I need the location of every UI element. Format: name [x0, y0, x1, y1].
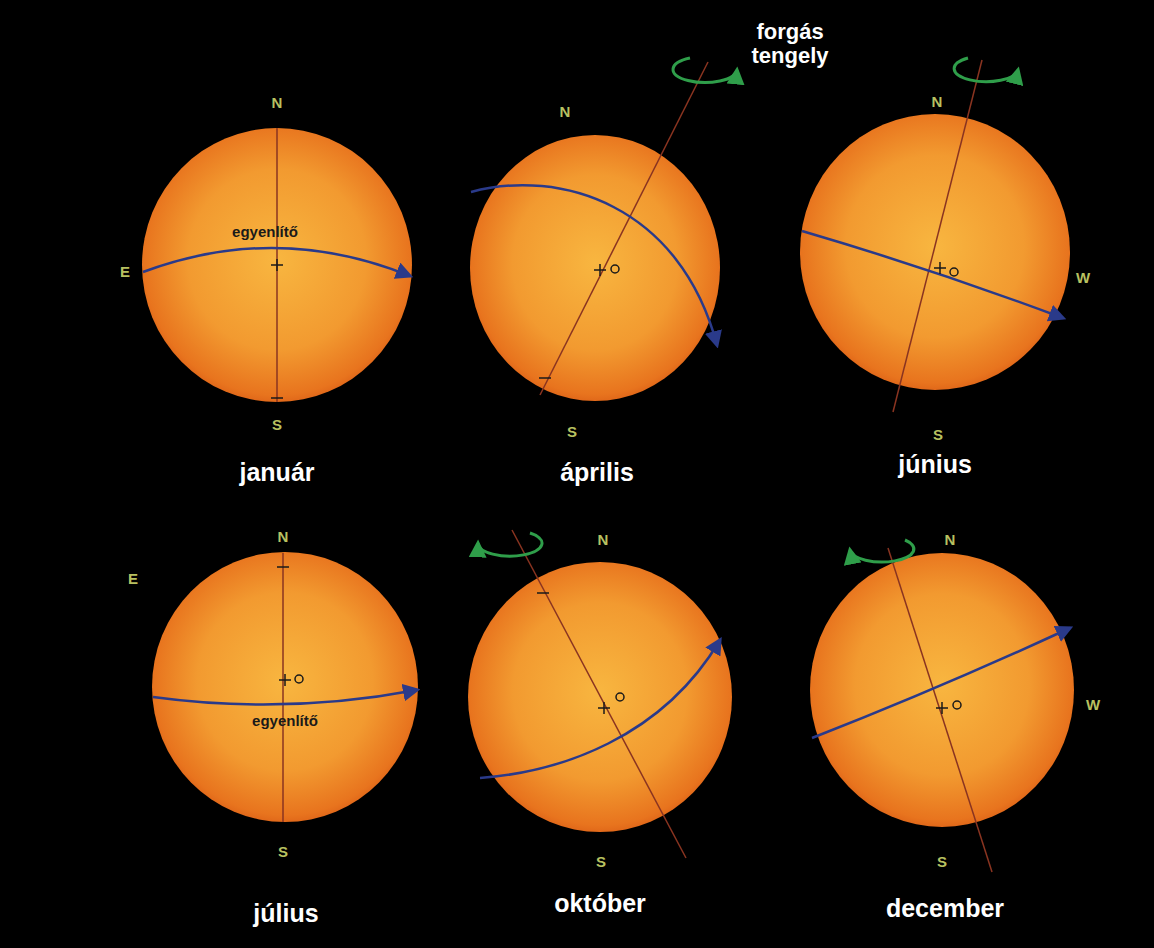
month-label: július: [253, 900, 318, 928]
direction-letter: E: [128, 571, 138, 588]
sun-disc: április: [470, 135, 720, 401]
axis-label: forgás tengely: [745, 20, 835, 68]
sun-disc: október: [468, 562, 732, 832]
direction-letter: W: [1076, 270, 1090, 287]
equator-label: egyenlítő: [252, 713, 318, 730]
month-label: december: [886, 895, 1004, 923]
direction-letter: S: [933, 427, 943, 444]
direction-letter: W: [1086, 697, 1100, 714]
sun-disc: június: [800, 114, 1070, 390]
direction-letter: N: [278, 529, 289, 546]
direction-letter: N: [560, 104, 571, 121]
direction-letter: S: [937, 854, 947, 871]
direction-letter: N: [598, 532, 609, 549]
sun-disc: december: [810, 553, 1074, 827]
center-marks: [271, 259, 961, 714]
rotation-axes: [277, 60, 992, 872]
month-label: január: [239, 459, 314, 487]
sun-disc: egyenlítőjúlius: [152, 552, 418, 822]
direction-letter: S: [272, 417, 282, 434]
direction-letter: S: [567, 424, 577, 441]
equator-label: egyenlítő: [232, 224, 298, 241]
direction-letter: S: [596, 854, 606, 871]
direction-letter: N: [272, 95, 283, 112]
month-label: június: [898, 451, 972, 479]
month-label: október: [554, 890, 646, 918]
direction-letter: N: [945, 532, 956, 549]
rotation-arrows: [478, 58, 1018, 562]
sun-discs: [142, 114, 1074, 832]
direction-letter: S: [278, 844, 288, 861]
direction-letter: E: [120, 264, 130, 281]
direction-letter: N: [932, 94, 943, 111]
month-label: április: [560, 459, 634, 487]
sun-disc: egyenlítőjanuár: [142, 128, 412, 403]
equator-lines: [143, 185, 1070, 778]
